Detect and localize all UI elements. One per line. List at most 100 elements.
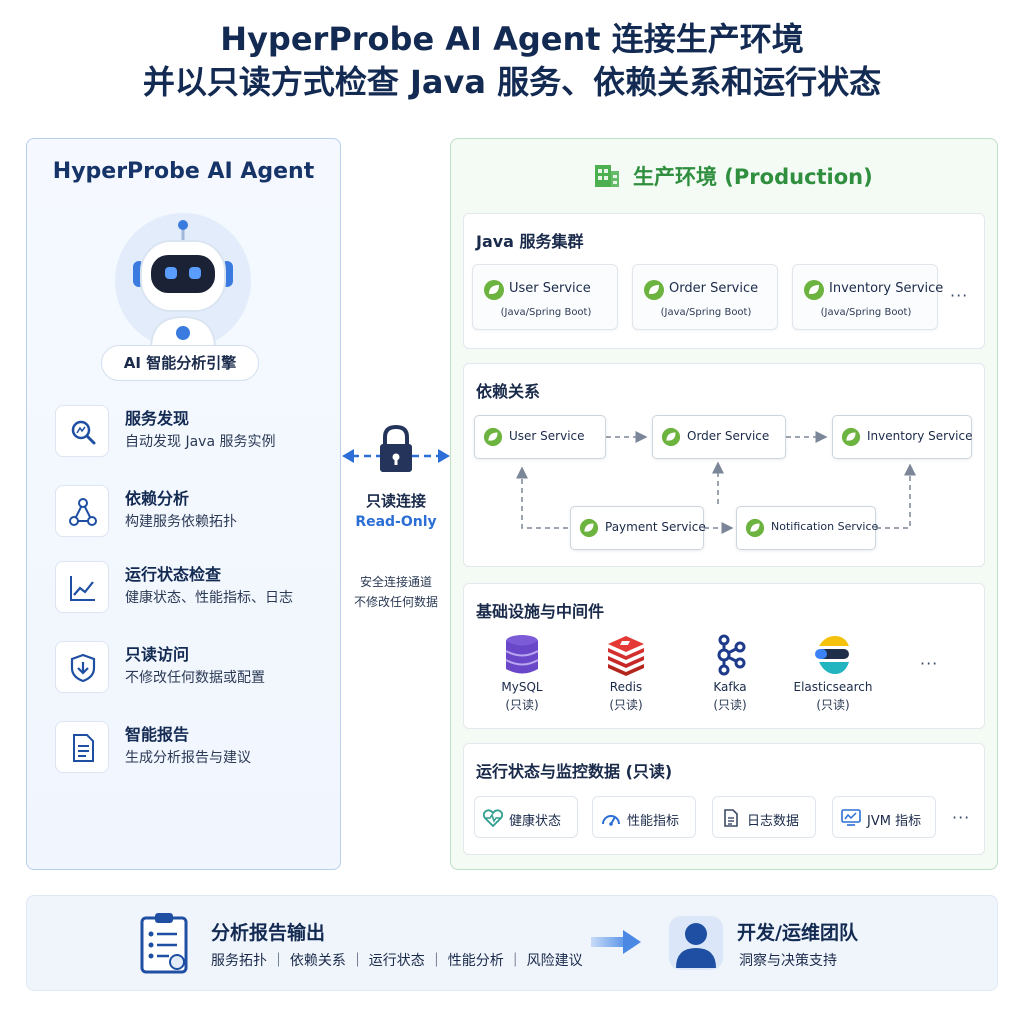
spring-leaf-icon xyxy=(661,427,681,447)
service-stack: (Java/Spring Boot) xyxy=(500,307,592,318)
service-card-user[interactable]: User Service (Java/Spring Boot) xyxy=(472,264,618,330)
robot-icon xyxy=(133,220,233,350)
service-stack: (Java/Spring Boot) xyxy=(820,307,912,318)
production-title: 生产环境 (Production) xyxy=(633,165,873,189)
elasticsearch-icon xyxy=(815,636,849,674)
output-band: 分析报告输出 服务拓扑 ｜ 依赖关系 ｜ 运行状态 ｜ 性能分析 ｜ 风险建议 … xyxy=(26,895,998,991)
log-icon xyxy=(724,809,738,827)
spring-leaf-icon xyxy=(644,280,664,300)
service-name: Inventory Service xyxy=(829,281,944,296)
dep-node-order[interactable]: Order Service xyxy=(652,415,786,459)
dep-node-notification[interactable]: Notification Service xyxy=(736,506,879,550)
spring-leaf-icon xyxy=(804,280,824,300)
monitor-health[interactable]: 健康状态 xyxy=(474,796,578,838)
monitor-logs[interactable]: 日志数据 xyxy=(712,796,816,838)
capability-runtime-check: 运行状态检查 健康状态、性能指标、日志 xyxy=(55,559,335,615)
service-stack: (Java/Spring Boot) xyxy=(660,307,752,318)
heartbeat-icon xyxy=(483,809,503,827)
more-infra-ellipsis[interactable]: ··· xyxy=(920,654,939,673)
monitor-label: JVM 指标 xyxy=(867,814,922,829)
infra-kafka[interactable]: Kafka (只读) xyxy=(680,634,780,713)
spring-leaf-icon xyxy=(483,427,503,447)
more-monitoring-ellipsis[interactable]: ··· xyxy=(952,808,971,827)
robot-avatar xyxy=(115,213,251,350)
monitor-label: 健康状态 xyxy=(509,814,562,829)
capability-dependency-analysis: 依赖分析 构建服务依赖拓扑 xyxy=(55,483,335,539)
title-line-2: 并以只读方式检查 Java 服务、依赖关系和运行状态 xyxy=(142,63,882,101)
capability-title: 依赖分析 xyxy=(125,489,190,508)
connection-label-cn: 只读连接 xyxy=(365,492,426,510)
infra-name: MySQL xyxy=(501,680,543,694)
infra-elasticsearch[interactable]: Elasticsearch (只读) xyxy=(782,634,884,713)
dependency-edges xyxy=(516,431,916,534)
shield-icon xyxy=(55,641,109,693)
monitoring-section: 运行状态与监控数据 (只读) 健康状态 性能指标 日志数据 JVM 指标 ··· xyxy=(463,743,985,855)
dep-node-user[interactable]: User Service xyxy=(474,415,606,459)
report-output-desc: 服务拓扑 ｜ 依赖关系 ｜ 运行状态 ｜ 性能分析 ｜ 风险建议 xyxy=(211,953,583,969)
infra-name: Elasticsearch xyxy=(793,680,873,694)
infra-mode: (只读) xyxy=(505,698,539,712)
monitor-label: 日志数据 xyxy=(747,814,800,829)
infra-name: Kafka xyxy=(713,680,747,694)
building-icon xyxy=(595,165,619,187)
service-card-inventory[interactable]: Inventory Service (Java/Spring Boot) xyxy=(792,264,943,330)
capability-desc: 生成分析报告与建议 xyxy=(125,750,251,766)
team-title: 开发/运维团队 xyxy=(737,922,858,944)
connection-note-line1: 安全连接通道 xyxy=(359,575,432,589)
title-line-1: HyperProbe AI Agent 连接生产环境 xyxy=(220,20,804,58)
readonly-connector: 只读连接 Read-Only 安全连接通道 不修改任何数据 xyxy=(340,420,452,620)
spring-leaf-icon xyxy=(579,518,599,538)
capability-title: 智能报告 xyxy=(125,725,190,744)
node-label: User Service xyxy=(509,429,585,443)
dep-node-payment[interactable]: Payment Service xyxy=(570,506,706,550)
arrow-left-icon xyxy=(342,449,354,463)
service-name: User Service xyxy=(509,281,591,296)
infra-redis[interactable]: Redis (只读) xyxy=(576,634,676,713)
team-desc: 洞察与决策支持 xyxy=(739,953,837,969)
production-panel: 生产环境 (Production) Java 服务集群 User Service… xyxy=(450,138,998,870)
node-label: Order Service xyxy=(687,429,770,443)
node-label: Notification Service xyxy=(771,520,879,533)
edge-notification-inventory xyxy=(876,463,916,529)
service-name: Order Service xyxy=(669,281,759,296)
document-icon xyxy=(55,721,109,773)
arrow-right-icon xyxy=(438,449,450,463)
section-title: 运行状态与监控数据 (只读) xyxy=(476,762,673,781)
infra-mode: (只读) xyxy=(713,698,747,712)
capability-smart-report: 智能报告 生成分析报告与建议 xyxy=(55,719,335,775)
java-cluster-section: Java 服务集群 User Service (Java/Spring Boot… xyxy=(463,213,985,349)
spring-leaf-icon xyxy=(841,427,861,447)
monitor-icon xyxy=(841,809,861,826)
gauge-icon xyxy=(602,815,620,826)
section-title: 依赖关系 xyxy=(476,382,541,401)
capability-title: 服务发现 xyxy=(125,409,190,428)
search-icon xyxy=(55,405,109,457)
clipboard-report-icon xyxy=(140,913,188,974)
redis-icon xyxy=(608,636,644,676)
monitor-jvm[interactable]: JVM 指标 xyxy=(832,796,936,838)
capability-title: 只读访问 xyxy=(125,645,190,664)
connector-arrows xyxy=(342,424,450,472)
infra-mysql[interactable]: MySQL (只读) xyxy=(472,634,572,713)
capability-readonly-access: 只读访问 不修改任何数据或配置 xyxy=(55,639,335,695)
capability-desc: 不修改任何数据或配置 xyxy=(125,670,265,686)
dep-node-inventory[interactable]: Inventory Service xyxy=(832,415,972,459)
more-services-ellipsis[interactable]: ··· xyxy=(950,286,969,305)
connection-note-line2: 不修改任何数据 xyxy=(353,595,438,609)
agent-panel: HyperProbe AI Agent AI 智能分析引擎 服务发现 自动发现 … xyxy=(26,138,341,870)
flow-arrow-right-icon xyxy=(591,930,641,954)
team-user-icon xyxy=(669,916,723,970)
infrastructure-section: 基础设施与中间件 MySQL (只读) Redis (只读) xyxy=(463,583,985,729)
spring-leaf-icon xyxy=(745,518,765,538)
capability-service-discovery: 服务发现 自动发现 Java 服务实例 xyxy=(55,403,335,459)
kafka-icon xyxy=(717,634,746,676)
monitor-performance[interactable]: 性能指标 xyxy=(592,796,696,838)
monitor-label: 性能指标 xyxy=(627,814,680,829)
service-card-order[interactable]: Order Service (Java/Spring Boot) xyxy=(632,264,778,330)
topology-icon xyxy=(55,485,109,537)
node-label: Inventory Service xyxy=(867,429,973,443)
infra-mode: (只读) xyxy=(609,698,643,712)
capability-title: 运行状态检查 xyxy=(125,565,222,584)
spring-leaf-icon xyxy=(484,280,504,300)
connection-label-en: Read-Only xyxy=(355,514,437,530)
